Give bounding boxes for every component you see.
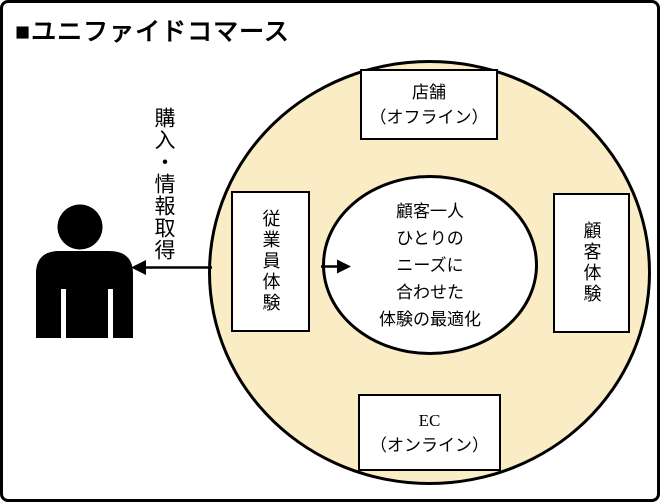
store-offline-box: 店舗 （オフライン）	[360, 69, 498, 140]
ec-label-line1: EC	[418, 410, 441, 430]
employee-experience-box: 従業員体験	[231, 191, 310, 332]
store-label-line2: （オフライン）	[369, 107, 489, 127]
arrow-to-person	[131, 260, 212, 275]
ec-label-line2: （オンライン）	[370, 435, 489, 455]
customer-experience-box: 顧客体験	[553, 193, 630, 333]
store-label-line1: 店舗	[412, 82, 446, 102]
center-circle-text: 顧客一人 ひとりの ニーズに 合わせた 体験の最適化	[379, 198, 481, 333]
customer-experience-label: 顧客体験	[581, 221, 602, 305]
center-text-line: ひとりの	[396, 228, 464, 248]
center-circle: 顧客一人 ひとりの ニーズに 合わせた 体験の最適化	[322, 175, 538, 355]
purchase-info-label: 購入・情報取得	[152, 107, 176, 261]
page-title: ■ユニファイドコマース	[15, 19, 290, 46]
employee-experience-label: 従業員体験	[260, 209, 281, 314]
center-text-line: 合わせた	[396, 282, 464, 302]
ec-online-box: EC （オンライン）	[358, 394, 501, 471]
center-text-line: 体験の最適化	[379, 309, 481, 329]
person-icon	[36, 204, 133, 338]
arrow-to-center	[321, 259, 351, 274]
center-text-line: 顧客一人	[396, 201, 464, 221]
center-text-line: ニーズに	[396, 255, 464, 275]
